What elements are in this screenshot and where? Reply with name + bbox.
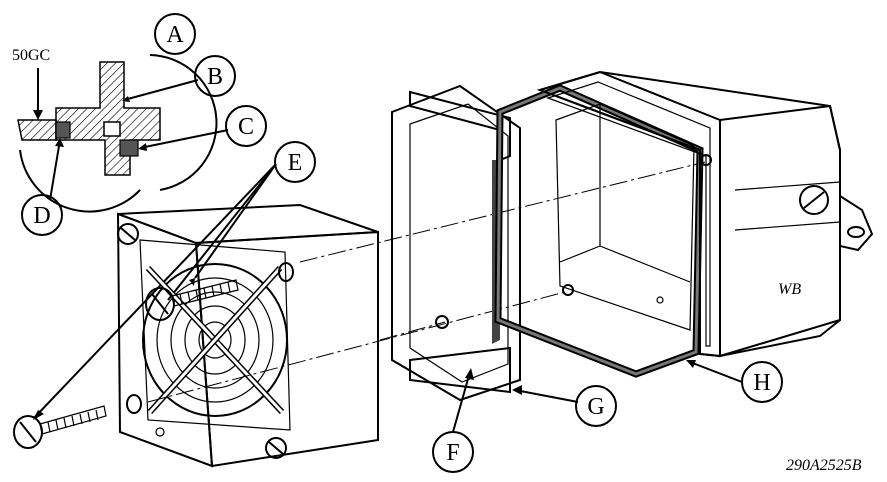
leader-h — [689, 361, 743, 383]
leader-g — [514, 389, 579, 403]
leader-b — [123, 79, 199, 101]
callout-c: C — [225, 105, 267, 147]
callout-g: G — [575, 385, 617, 427]
gasket-bottom-tab — [409, 346, 511, 394]
detail-lid-section — [17, 119, 57, 141]
fan-grille-outer — [142, 263, 288, 417]
enclosure-side-face — [719, 104, 841, 358]
gasket-frame — [391, 84, 579, 433]
callout-d: D — [21, 194, 63, 236]
box-marking-wb: WB — [778, 281, 801, 298]
seal-ring — [494, 84, 743, 383]
leader-f — [452, 371, 471, 433]
detail-gap — [103, 121, 121, 137]
enclosure-box: WB — [536, 70, 874, 358]
detail-gasket-d — [55, 121, 71, 139]
callout-h: H — [741, 361, 783, 403]
callout-f: F — [432, 431, 474, 473]
callout-e: E — [274, 141, 316, 183]
gasket-frame-inner — [409, 103, 509, 383]
detail-cover-section — [55, 61, 161, 176]
mounting-hole — [126, 394, 142, 414]
detail-boundary-arc — [149, 54, 218, 191]
side-screw-icon — [799, 185, 829, 215]
detail-boundary-arc-lower — [19, 149, 141, 213]
callout-d-label: D — [33, 203, 50, 229]
enclosure-interior — [555, 103, 695, 331]
leader-d — [49, 139, 61, 201]
mounting-hole — [278, 262, 294, 282]
leader-c-arrowhead — [138, 143, 147, 151]
screw-lower — [13, 405, 107, 449]
screw-upper — [145, 279, 239, 321]
figure-id: 290A2525B — [786, 457, 862, 474]
leader-c — [139, 129, 229, 149]
leader-e-lines — [33, 163, 277, 420]
cover-top-face — [117, 203, 379, 245]
corner-screw-icon — [117, 223, 139, 245]
cover-front-face — [194, 230, 379, 468]
cover-assembly — [116, 203, 379, 468]
detail-label-arrowhead — [33, 110, 43, 120]
callout-e-label: E — [288, 150, 303, 176]
callout-c-label: C — [238, 114, 254, 140]
detail-gasket-c — [119, 139, 139, 157]
callout-b: B — [194, 55, 236, 97]
callout-h-label: H — [753, 370, 770, 396]
callout-a: A — [154, 13, 196, 55]
detail-label-50gc: 50GC — [12, 47, 50, 64]
callout-b-label: B — [207, 64, 223, 90]
gasket-frame-outer — [391, 84, 521, 402]
callout-f-label: F — [446, 440, 459, 466]
leader-b-arrowhead — [122, 96, 130, 102]
mounting-ear — [839, 194, 874, 252]
callout-a-label: A — [166, 22, 184, 48]
cover-left-side — [116, 212, 214, 468]
corner-screw-icon — [265, 437, 287, 459]
leader-d-arrowhead — [55, 138, 64, 147]
callout-g-label: G — [587, 394, 604, 420]
gasket-detail-view: 50GC — [12, 47, 229, 213]
